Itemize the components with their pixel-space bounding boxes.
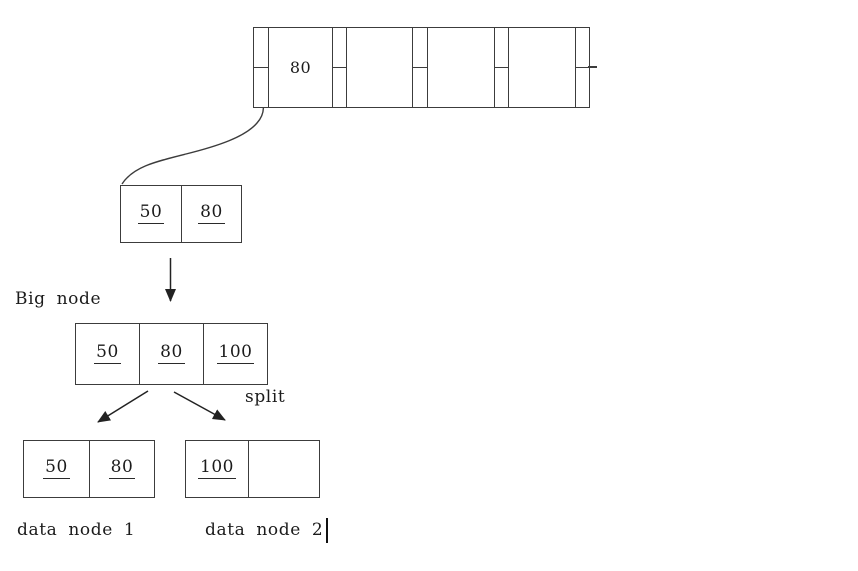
key-value: 100 bbox=[198, 458, 236, 480]
key-cell: 80 bbox=[182, 186, 241, 242]
data-node-1: 50 80 bbox=[23, 440, 155, 498]
empty-cell bbox=[249, 441, 319, 497]
key-value: 80 bbox=[198, 203, 225, 225]
root-to-child-pointer-curve bbox=[121, 90, 265, 185]
key-value: 100 bbox=[216, 343, 255, 365]
pointer-tick bbox=[254, 66, 268, 69]
pointer-tick bbox=[495, 66, 508, 69]
key-cell: 100 bbox=[204, 324, 267, 384]
big-node-label: Big node bbox=[15, 289, 102, 309]
key-cell: 50 bbox=[121, 186, 182, 242]
key-cell: 100 bbox=[186, 441, 249, 497]
data-node-1-label: data node 1 bbox=[17, 520, 136, 540]
split-label: split bbox=[245, 387, 286, 407]
root-node: 80 bbox=[253, 27, 590, 108]
key-value: 50 bbox=[137, 203, 165, 225]
data-node-2-label: data node 2 bbox=[205, 520, 324, 540]
key-cell: 80 bbox=[140, 324, 204, 384]
pointer-tick bbox=[413, 66, 427, 69]
key-cell bbox=[509, 28, 576, 107]
key-cell bbox=[347, 28, 413, 107]
split-arrow-left bbox=[97, 390, 149, 423]
key-cell: 80 bbox=[90, 441, 154, 497]
key-cell bbox=[428, 28, 495, 107]
text-caret bbox=[326, 518, 328, 543]
root-key-value: 80 bbox=[289, 58, 312, 77]
pointer-tick bbox=[333, 66, 346, 69]
key-value: 80 bbox=[158, 343, 185, 365]
root-node-right-tick bbox=[588, 66, 597, 68]
child-node: 50 80 bbox=[120, 185, 242, 243]
data-node-2: 100 bbox=[185, 440, 320, 498]
pointer-cell bbox=[413, 28, 428, 107]
key-cell: 50 bbox=[24, 441, 90, 497]
key-value: 50 bbox=[94, 343, 121, 365]
pointer-cell bbox=[495, 28, 509, 107]
key-value: 50 bbox=[43, 458, 70, 480]
pointer-cell bbox=[576, 28, 589, 107]
pointer-cell bbox=[333, 28, 347, 107]
key-cell: 80 bbox=[269, 28, 333, 107]
key-value: 80 bbox=[108, 458, 136, 480]
pointer-cell bbox=[254, 28, 269, 107]
big-node: 50 80 100 bbox=[75, 323, 268, 385]
key-cell: 50 bbox=[76, 324, 140, 384]
pointer-tick bbox=[576, 66, 589, 69]
split-arrow-right bbox=[173, 391, 226, 421]
